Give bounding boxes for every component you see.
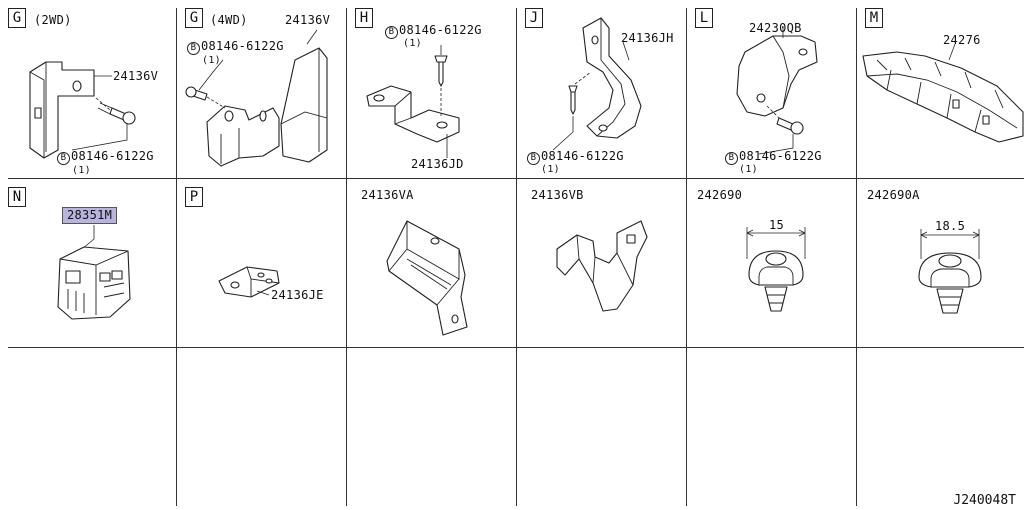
section-label-p: P [185, 187, 203, 207]
cell-24136va: 24136VA [347, 179, 516, 347]
bolt-marker-b: B [187, 42, 200, 55]
bolt-qty: (1) [739, 164, 758, 175]
bolt-marker-b: B [527, 152, 540, 165]
cell-m: M 24276 [857, 0, 1024, 178]
bracket-24136jh-drawing [552, 17, 642, 151]
section-label-g: G [185, 8, 203, 28]
section-label-j: J [525, 8, 543, 28]
cell-242690a: 242690A 18.5 [857, 179, 1024, 347]
part-label-242690: 242690 [697, 188, 743, 202]
bracket-24276-drawing [862, 43, 1024, 143]
bolt-marker-b: B [57, 152, 70, 165]
part-label-24230qb: 24230QB [749, 21, 802, 35]
variant-label-2wd: (2WD) [34, 13, 72, 27]
bracket-24230qb-drawing [736, 26, 818, 155]
cell-n: N 28351M [0, 179, 176, 347]
bracket-24136va-drawing [386, 220, 468, 336]
section-label-m: M [865, 8, 883, 28]
part-label-24136va: 24136VA [361, 188, 414, 202]
part-label-242690a: 242690A [867, 188, 920, 202]
section-label-h: H [355, 8, 373, 28]
dimension-label-18-5: 18.5 [935, 219, 966, 233]
part-label-24136jd: 24136JD [411, 157, 464, 171]
bolt-part-number: 08146-6122G [71, 149, 154, 163]
section-label-g: G [8, 8, 26, 28]
part-label-24136vb: 24136VB [531, 188, 584, 202]
bolt-qty: (1) [403, 38, 422, 49]
section-label-n: N [8, 187, 26, 207]
bolt-marker-b: B [385, 26, 398, 39]
bolt-part-number: 08146-6122G [739, 149, 822, 163]
part-label-24136v: 24136V [285, 13, 331, 27]
bracket-24136v-2wd-drawing [29, 61, 136, 159]
part-label-24276: 24276 [943, 33, 981, 47]
part-label-24136v: 24136V [113, 69, 159, 83]
bolt-qty: (1) [541, 164, 560, 175]
cell-24136vb: 24136VB [517, 179, 686, 347]
bolt-part-number: 08146-6122G [201, 39, 284, 53]
bolt-part-number: 08146-6122G [541, 149, 624, 163]
bolt-qty: (1) [72, 165, 91, 176]
bolt-qty: (1) [202, 55, 221, 66]
cell-p: P 24136JE [177, 179, 346, 347]
dimension-label-15: 15 [769, 218, 785, 232]
clip-242690-drawing [746, 227, 806, 312]
bolt-part-number: 08146-6122G [399, 23, 482, 37]
part-label-28351m-highlighted[interactable]: 28351M [62, 207, 118, 224]
connector-28351m-drawing [57, 225, 131, 320]
bracket-24136jd-drawing [366, 45, 460, 158]
bracket-24136vb-drawing [556, 220, 648, 312]
cell-242690: 242690 15 [687, 179, 856, 347]
catalog-code: J240048T [953, 493, 1016, 508]
bracket-24136v-4wd-drawing [185, 29, 328, 167]
section-label-l: L [695, 8, 713, 28]
part-label-24136jh: 24136JH [621, 31, 674, 45]
part-label-24136je: 24136JE [271, 288, 324, 302]
bracket-24136je-drawing [218, 266, 280, 298]
variant-label-4wd: (4WD) [210, 13, 248, 27]
bolt-marker-b: B [725, 152, 738, 165]
clip-242690a-drawing [918, 229, 982, 314]
